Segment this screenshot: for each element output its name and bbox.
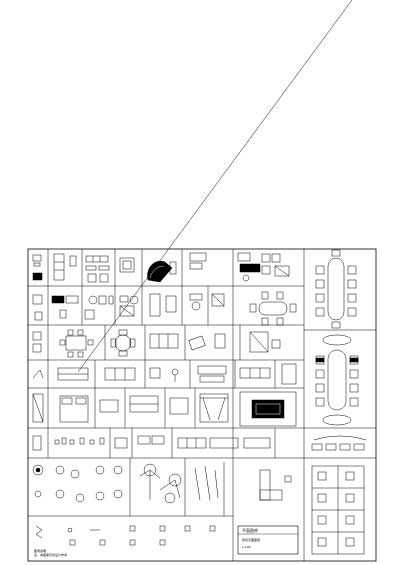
monitor-symbol [32,272,43,281]
sofa-three-seat [149,333,179,349]
framed-picture-symbol [119,257,135,273]
row-2-symbols [32,291,297,326]
toilet-symbol [88,295,98,305]
tv-symbol [32,254,42,262]
dining-table-8 [327,257,345,321]
drawing-frame [27,248,377,562]
row-3-symbols [32,329,281,358]
round-table-symbol [114,334,132,352]
workstation-grid [311,465,365,555]
dining-set-4 [65,335,87,351]
row-7-symbols [32,462,292,516]
large-dining-tables [311,249,365,555]
row-5-symbols [32,391,297,427]
plant-symbol [32,464,44,476]
dining-set-6-small [258,301,288,316]
row-6-symbols [32,435,367,451]
double-bed-symbol [59,395,89,423]
living-room-set [239,391,297,427]
wardrobe-symbol [53,253,65,281]
title-block [237,525,299,555]
grand-piano-symbol [147,260,173,283]
title-block-scale: 1:100 [242,545,251,549]
stove-symbol [189,252,207,262]
title-block-title: 平面图库 [242,527,258,533]
row-4-symbols [32,363,297,385]
legend-area [35,525,216,546]
window-curtain-symbol [199,393,229,423]
grid-lines [28,249,376,561]
dining-table-10 [327,349,347,411]
title-block-subtitle: 家具平面图例 [242,537,260,542]
palm-plants-symbol [139,469,181,500]
row-1-symbols [32,252,290,283]
diagonal-reference-line [77,0,353,373]
legend-note-2: 注：本图库仅供设计参考 [34,552,67,557]
office-l-desk [259,469,271,501]
legend-note-1: 图例说明 [34,548,46,553]
